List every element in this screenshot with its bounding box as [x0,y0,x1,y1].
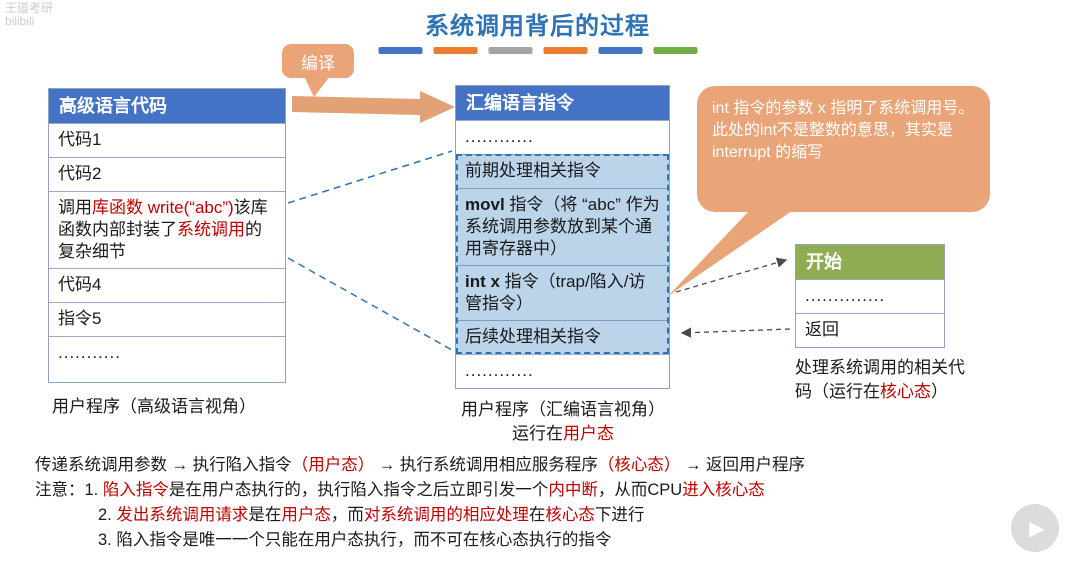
movl-instruction-row: movl 指令（将 “abc” 作为系统调用参数放到某个通用寄存器中） [456,188,669,265]
watermark-line2: bilibili [5,14,35,28]
play-icon: ▶ [1029,517,1045,540]
watermark-line1: 王道考研 [5,1,54,15]
table-row-dots: .............. [796,279,944,313]
highlevel-table-header: 高级语言代码 [49,89,285,123]
callout-tail [668,204,802,296]
kernel-table-header: 开始 [796,245,944,279]
assembly-table: 汇编语言指令 ............ 前期处理相关指令 movl 指令（将 “… [455,85,670,389]
kernel-table-caption: 处理系统调用的相关代码（运行在核心态） [795,358,965,401]
expand-line-top [287,150,453,204]
syscall-instruction-block: 前期处理相关指令 movl 指令（将 “abc” 作为系统调用参数放到某个通用寄… [456,154,669,354]
int-explanation-callout: int 指令的参数 x 指明了系统调用号。此处的int不是整数的意思，其实是 i… [697,86,990,212]
kernel-code-table: 开始 .............. 返回 [795,244,945,348]
return-row: 返回 [796,313,944,347]
table-row-dots: ............ [456,120,669,154]
left-table-caption: 用户程序（高级语言视角） [52,397,256,416]
post-processing-row: 后续处理相关指令 [456,320,669,354]
page-title: 系统调用背后的过程 [425,13,650,40]
pre-processing-row: 前期处理相关指令 [456,154,669,188]
trap-to-kernel-arrow [675,257,788,293]
play-button[interactable]: ▶ [1011,504,1059,552]
assembly-caption-line1: 用户程序（汇编语言视角） [461,400,665,419]
expand-line-bottom [287,257,453,351]
compile-arrow [292,91,455,123]
int-explanation-text: int 指令的参数 x 指明了系统调用号。此处的int不是整数的意思，其实是 i… [712,100,975,161]
table-row-dots: ............ [456,354,669,388]
title-underline [378,47,697,54]
library-call-row: 调用库函数 write(“abc”)该库函数内部封装了系统调用的复杂细节 [49,191,285,268]
compile-callout: 编译 [282,44,354,78]
highlevel-code-table: 高级语言代码 代码1 代码2 调用库函数 write(“abc”)该库函数内部封… [48,88,286,383]
table-row: 代码1 [49,123,285,157]
compile-callout-tail [304,76,330,97]
watermark: 王道考研 bilibili [5,2,53,28]
syscall-flow-line: 传递系统调用参数 → 执行陷入指令（用户态） → 执行系统调用相应服务程序（核心… [35,456,806,474]
assembly-table-header: 汇编语言指令 [456,86,669,120]
assembly-table-caption: 用户程序（汇编语言视角） 运行在用户态 [418,398,708,446]
table-row: 代码4 [49,268,285,302]
table-row-dots: ........... [49,336,285,382]
note-3: 3. 陷入指令是唯一一个只能在用户态执行，而不可在核心态执行的指令 [98,531,612,549]
note-1: 注意：1. 陷入指令是在用户态执行的，执行陷入指令之后立即引发一个内中断，从而C… [35,481,765,499]
notes-block: 传递系统调用参数 → 执行陷入指令（用户态） → 执行系统调用相应服务程序（核心… [35,453,1060,553]
note-2: 2. 发出系统调用请求是在用户态，而对系统调用的相应处理在核心态下进行 [98,506,645,524]
table-row: 代码2 [49,157,285,191]
return-to-user-arrow [680,327,791,338]
table-row: 指令5 [49,302,285,336]
assembly-caption-line2: 运行在用户态 [512,424,614,443]
int-instruction-row: int x 指令（trap/陷入/访管指令） [456,265,669,320]
